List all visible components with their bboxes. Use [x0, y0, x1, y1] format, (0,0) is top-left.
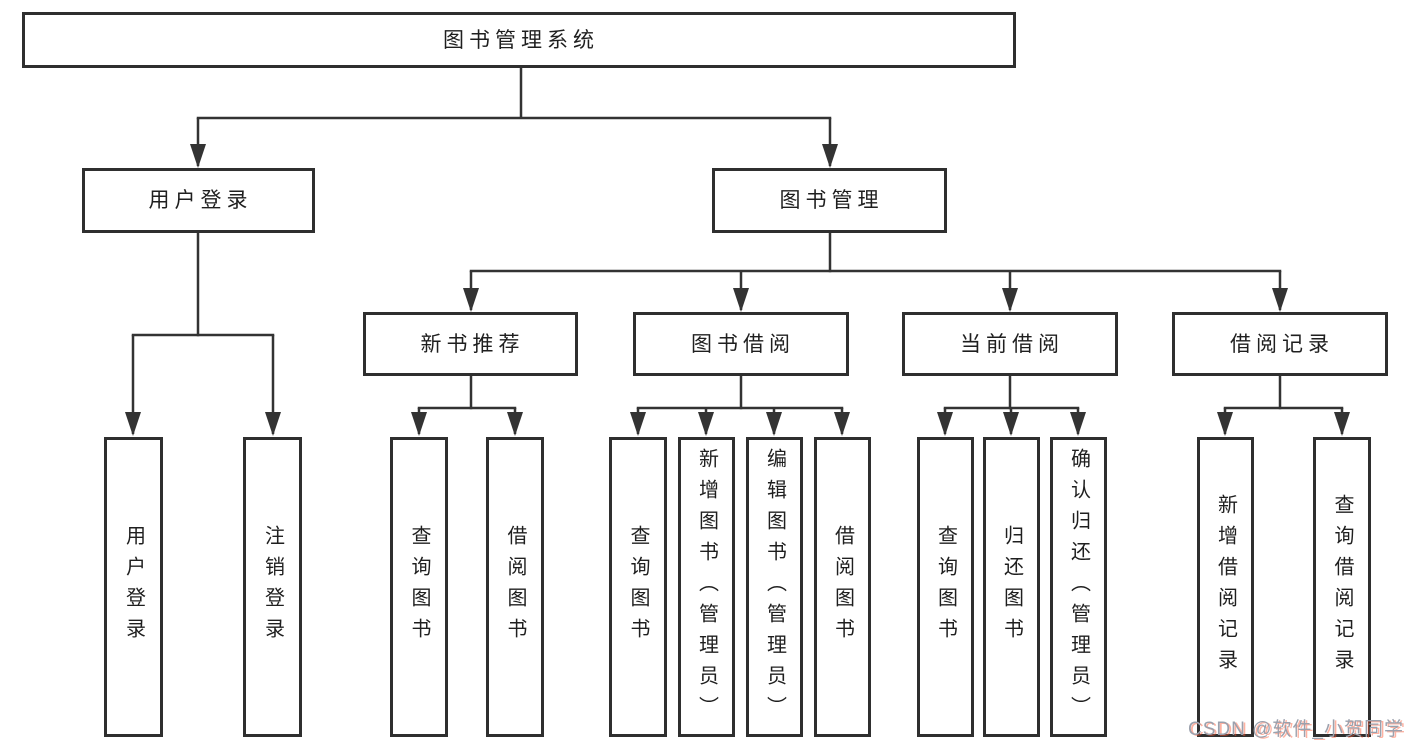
node-label: 图书管理系统 [443, 28, 599, 52]
node-new-book-recommendation: 新书推荐 [363, 312, 578, 376]
node-label: 新增图书（管理员） [695, 447, 718, 727]
node-label: 图书管理 [779, 189, 884, 212]
leaf-newbook-query-books: 查询图书 [390, 437, 448, 737]
node-label: 查询图书 [408, 525, 430, 649]
node-user-login: 用户登录 [82, 168, 315, 233]
node-label: 查询图书 [934, 525, 957, 649]
leaf-records-query-borrow-record: 查询借阅记录 [1313, 437, 1371, 737]
node-label: 新书推荐 [420, 332, 525, 356]
leaf-user-login: 用户登录 [104, 437, 163, 737]
leaf-current-return-books: 归还图书 [983, 437, 1040, 737]
node-label: 查询图书 [627, 525, 649, 649]
node-borrowing-records: 借阅记录 [1172, 312, 1388, 376]
node-label: 借阅记录 [1230, 332, 1334, 356]
node-label: 图书借阅 [691, 332, 795, 356]
arrow-connectors [125, 118, 1350, 436]
leaf-borrowing-add-books-admin: 新增图书（管理员） [678, 437, 735, 737]
leaf-logout-login: 注销登录 [243, 437, 302, 737]
node-label: 借阅图书 [831, 525, 854, 649]
leaf-borrowing-query-books: 查询图书 [609, 437, 667, 737]
node-label: 注销登录 [261, 525, 284, 649]
node-label: 查询借阅记录 [1331, 494, 1353, 680]
leaf-current-query-books: 查询图书 [917, 437, 974, 737]
node-label: 当前借阅 [960, 332, 1064, 356]
node-label: 编辑图书（管理员） [763, 447, 786, 727]
node-book-management: 图书管理 [712, 168, 947, 233]
node-current-borrowing: 当前借阅 [902, 312, 1118, 376]
node-label: 用户登录 [122, 525, 145, 649]
node-label: 借阅图书 [504, 525, 526, 649]
leaf-newbook-borrow-books: 借阅图书 [486, 437, 544, 737]
node-label: 新增借阅记录 [1214, 494, 1237, 680]
node-label: 归还图书 [1000, 525, 1023, 649]
node-label: 确认归还（管理员） [1067, 447, 1090, 727]
leaf-borrowing-edit-books-admin: 编辑图书（管理员） [746, 437, 803, 737]
leaf-current-confirm-return-admin: 确认归还（管理员） [1050, 437, 1107, 737]
node-library-management-system: 图书管理系统 [22, 12, 1016, 68]
node-book-borrowing: 图书借阅 [633, 312, 849, 376]
plain-connectors [131, 67, 1344, 410]
leaf-borrowing-borrow-books: 借阅图书 [814, 437, 871, 737]
leaf-records-add-borrow-record: 新增借阅记录 [1197, 437, 1254, 737]
node-label: 用户登录 [148, 189, 253, 212]
csdn-watermark: CSDN @软件_小贺同学 [1188, 719, 1404, 740]
